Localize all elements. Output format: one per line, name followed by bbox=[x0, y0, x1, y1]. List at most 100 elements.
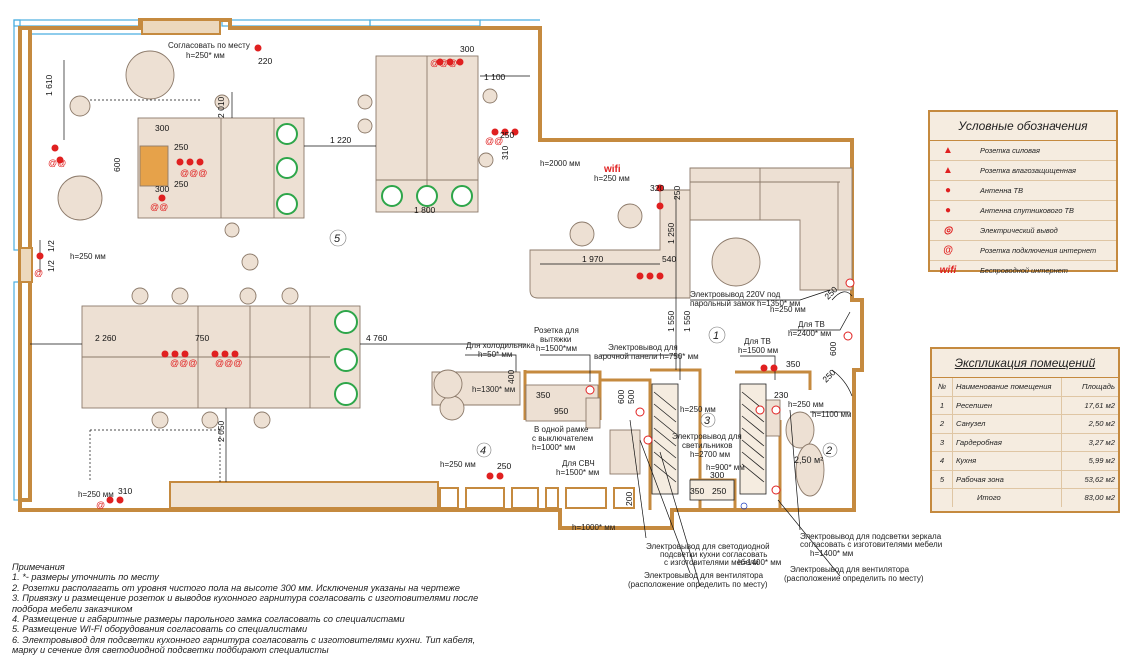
svg-text:В одной рамке: В одной рамке bbox=[534, 425, 589, 434]
legend-row: ● Антенна спутникового ТВ bbox=[930, 201, 1116, 221]
svg-text:230: 230 bbox=[774, 390, 788, 400]
armchair bbox=[125, 50, 175, 100]
svg-text:подсветки кухни согласовать: подсветки кухни согласовать bbox=[660, 550, 767, 559]
legend-row: ● Антенна ТВ bbox=[930, 181, 1116, 201]
notes-title: Примечания bbox=[12, 562, 65, 572]
legend-title: Условные обозначения bbox=[930, 112, 1116, 141]
note-line: 1. *- размеры уточнить по месту bbox=[12, 572, 159, 583]
svg-text:@: @ bbox=[34, 268, 43, 278]
power-socket-icon bbox=[36, 44, 778, 504]
table-row: 1 Ресепшен 17,61 м2 bbox=[932, 396, 1118, 415]
internet-socket-icon: @@@ @@@ @@ @@@ @@@ @@ @ @ @@ bbox=[34, 58, 503, 510]
svg-text:Электровывод для вентилятора: Электровывод для вентилятора bbox=[790, 565, 910, 574]
svg-text:Электровывод для подсветки зер: Электровывод для подсветки зеркала bbox=[800, 532, 942, 541]
svg-text:@@@: @@@ bbox=[170, 358, 197, 368]
svg-text:(расположение определить по ме: (расположение определить по месту) bbox=[784, 574, 924, 583]
svg-text:4 760: 4 760 bbox=[366, 333, 388, 343]
note-line: 4. Размещение и габаритные размеры парол… bbox=[12, 614, 405, 625]
svg-text:@@@: @@@ bbox=[180, 168, 207, 178]
svg-text:h=2000 мм: h=2000 мм bbox=[540, 159, 580, 168]
svg-text:250: 250 bbox=[497, 461, 511, 471]
legend-row: ▲ Розетка влагозащищенная bbox=[930, 161, 1116, 181]
svg-text:2 260: 2 260 bbox=[95, 333, 117, 343]
svg-text:h=1400* мм: h=1400* мм bbox=[810, 549, 853, 558]
leader-lines bbox=[465, 289, 851, 587]
svg-text:h=250 мм: h=250 мм bbox=[440, 460, 476, 469]
svg-text:300: 300 bbox=[155, 184, 169, 194]
table-row: 5 Рабочая зона 53,62 м2 bbox=[932, 470, 1118, 489]
dimension-lines bbox=[30, 60, 677, 482]
svg-text:Электровывод для: Электровывод для bbox=[608, 343, 678, 352]
svg-text:h=1100 мм: h=1100 мм bbox=[812, 410, 852, 419]
svg-text:Для СВЧ: Для СВЧ bbox=[562, 459, 595, 468]
svg-text:h=250* мм: h=250* мм bbox=[186, 51, 225, 60]
note-line: подбора мебели заказчиком bbox=[12, 603, 133, 614]
svg-text:варочной панели h=750* мм: варочной панели h=750* мм bbox=[594, 352, 699, 361]
svg-text:Для ТВ: Для ТВ bbox=[744, 337, 771, 346]
svg-text:1 550: 1 550 bbox=[682, 310, 692, 332]
svg-text:Электровывод для светодиодной: Электровывод для светодиодной bbox=[646, 542, 770, 551]
svg-text:h=250 мм: h=250 мм bbox=[788, 400, 824, 409]
svg-text:1 970: 1 970 bbox=[582, 254, 604, 264]
svg-text:@: @ bbox=[96, 500, 105, 510]
table-header: № Наименование помещения Площадь bbox=[932, 378, 1118, 397]
svg-text:Электровывод 220V под: Электровывод 220V под bbox=[690, 290, 781, 299]
svg-text:500: 500 bbox=[626, 390, 636, 404]
svg-text:300: 300 bbox=[155, 123, 169, 133]
svg-text:светильников: светильников bbox=[682, 441, 733, 450]
svg-text:@@: @@ bbox=[150, 202, 168, 212]
svg-text:250: 250 bbox=[820, 367, 837, 384]
svg-text:с изготовителями мебели: с изготовителями мебели bbox=[664, 558, 759, 567]
svg-text:Электровывод для: Электровывод для bbox=[672, 432, 742, 441]
note-line: 3. Привязку и размещение розеток и вывод… bbox=[12, 593, 479, 604]
explication-title: Экспликация помещений bbox=[932, 349, 1118, 378]
svg-text:600: 600 bbox=[112, 158, 122, 172]
electric-outlet-icon bbox=[585, 278, 855, 495]
svg-text:h=250 мм: h=250 мм bbox=[594, 174, 630, 183]
room-3-label: 3 bbox=[704, 415, 711, 427]
svg-text:1/2: 1/2 bbox=[46, 240, 56, 252]
furniture bbox=[57, 50, 853, 497]
svg-text:320: 320 bbox=[650, 183, 664, 193]
svg-text:250: 250 bbox=[500, 130, 514, 140]
svg-text:h=900* мм: h=900* мм bbox=[706, 463, 745, 472]
svg-text:h=2700 мм: h=2700 мм bbox=[690, 450, 730, 459]
svg-text:1 100: 1 100 bbox=[484, 72, 506, 82]
svg-text:h=250 мм: h=250 мм bbox=[70, 252, 106, 261]
note-line: марку и сечение для светодиодной подсвет… bbox=[12, 645, 329, 656]
tv-antenna-icon: ● bbox=[944, 185, 952, 196]
svg-text:300: 300 bbox=[710, 470, 724, 480]
svg-text:вытяжки: вытяжки bbox=[540, 335, 571, 344]
svg-text:h=1400* мм: h=1400* мм bbox=[738, 558, 781, 567]
svg-text:(расположение определить по ме: (расположение определить по месту) bbox=[628, 580, 768, 589]
note-line: 2. Розетки располагать от уровня чистого… bbox=[12, 582, 460, 593]
wifi-icon: wifi bbox=[939, 265, 957, 276]
svg-text:@@@: @@@ bbox=[430, 58, 457, 68]
svg-text:250: 250 bbox=[672, 186, 682, 200]
room-1-label: 1 bbox=[713, 330, 719, 342]
svg-text:с выключателем: с выключателем bbox=[532, 434, 593, 443]
svg-text:350: 350 bbox=[786, 359, 800, 369]
svg-text:согласовать с изготовителями м: согласовать с изготовителями мебели bbox=[800, 540, 942, 549]
internet-socket-icon: @ bbox=[943, 245, 953, 256]
table-row: 4 Кухня 5,99 м2 bbox=[932, 451, 1118, 471]
svg-text:2 010: 2 010 bbox=[216, 96, 226, 118]
svg-text:1/2: 1/2 bbox=[46, 260, 56, 272]
table-row: 2 Санузел 2,50 м2 bbox=[932, 414, 1118, 434]
table-total-row: Итого 83,00 м2 bbox=[932, 488, 1118, 507]
note-line: 5. Размещение WI-FI оборудования согласо… bbox=[12, 624, 308, 635]
svg-text:220: 220 bbox=[258, 56, 272, 66]
svg-text:1 220: 1 220 bbox=[330, 135, 352, 145]
electric-outlet-icon: ◎ bbox=[943, 225, 953, 236]
svg-text:600: 600 bbox=[828, 342, 838, 356]
legend-row: ◎ Электрический вывод bbox=[930, 221, 1116, 241]
svg-text:h=1000* мм: h=1000* мм bbox=[572, 523, 615, 532]
room-2-area: 2,50 м² bbox=[794, 455, 823, 465]
svg-text:h=50* мм: h=50* мм bbox=[478, 350, 512, 359]
svg-text:1 550: 1 550 bbox=[666, 310, 676, 332]
svg-text:@@@: @@@ bbox=[215, 358, 242, 368]
svg-text:Для ТВ: Для ТВ bbox=[798, 320, 825, 329]
reception-desk bbox=[529, 189, 691, 299]
wardrobe-racks bbox=[651, 383, 767, 501]
svg-text:950: 950 bbox=[554, 406, 568, 416]
